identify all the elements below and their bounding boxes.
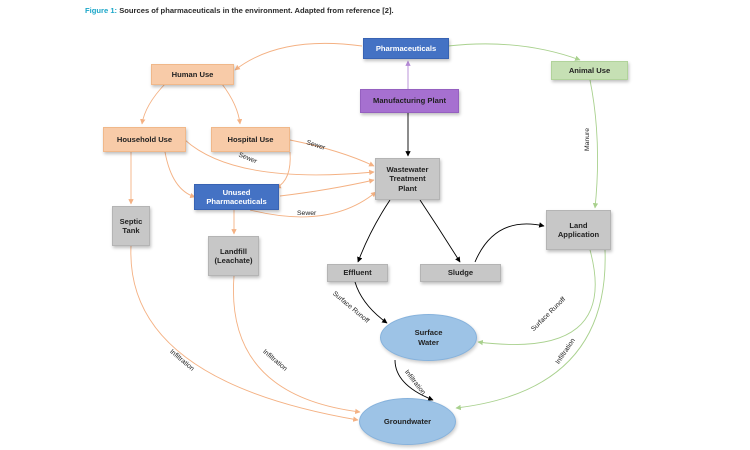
node-wastewater-treatment-plant: Wastewater Treatment Plant — [375, 158, 440, 200]
node-manufacturing-plant: Manufacturing Plant — [360, 89, 459, 113]
arrow-surface-water-to-groundwater — [394, 359, 434, 401]
node-land-application: Land Application — [546, 210, 611, 250]
node-surface-water: Surface Water — [380, 314, 477, 361]
arrow-septic-to-groundwater — [130, 245, 359, 422]
arrow-land-to-surface-water — [477, 249, 596, 346]
node-human-use: Human Use — [151, 64, 234, 85]
figure-caption: Figure 1: Sources of pharmaceuticals in … — [85, 6, 394, 15]
arrow-human-to-household — [140, 83, 166, 125]
node-household-use: Household Use — [103, 127, 186, 152]
figure-caption-text: Sources of pharmaceuticals in the enviro… — [119, 6, 394, 15]
arrow-pharma-to-animal-use — [447, 43, 581, 61]
arrow-hospital-to-wastewater — [289, 139, 375, 167]
node-effluent: Effluent — [327, 264, 388, 282]
arrow-sludge-to-land — [474, 222, 545, 263]
node-septic-tank: Septic Tank — [112, 206, 150, 246]
arrow-unused-to-wastewater — [279, 178, 375, 197]
arrow-wastewater-to-sludge — [419, 199, 461, 263]
node-groundwater: Groundwater — [359, 398, 456, 445]
arrow-effluent-to-surface-water — [354, 281, 388, 324]
arrow-human-to-hospital — [221, 83, 243, 125]
arrow-land-to-groundwater — [455, 249, 606, 411]
node-hospital-use: Hospital Use — [211, 127, 290, 152]
node-landfill: Landfill (Leachate) — [208, 236, 259, 276]
label-sewer-unused: Sewer — [297, 210, 317, 217]
node-unused-pharmaceuticals: Unused Pharmaceuticals — [194, 184, 279, 210]
arrow-animal-to-land — [589, 79, 599, 209]
node-animal-use: Animal Use — [551, 61, 628, 80]
arrow-pharma-to-human-use — [234, 42, 363, 71]
figure-label: Figure 1: — [85, 6, 118, 15]
arrow-hospital-to-unused — [275, 151, 291, 189]
node-pharmaceuticals: Pharmaceuticals — [363, 38, 449, 59]
arrow-landfill-to-groundwater — [232, 275, 361, 415]
label-manure: Manure — [584, 127, 592, 152]
arrow-household-to-wastewater — [184, 139, 375, 176]
arrow-unused-to-wastewater-lower — [249, 191, 377, 218]
arrow-household-to-unused — [164, 151, 196, 199]
arrow-wastewater-to-effluent — [357, 199, 391, 263]
node-sludge: Sludge — [420, 264, 501, 282]
